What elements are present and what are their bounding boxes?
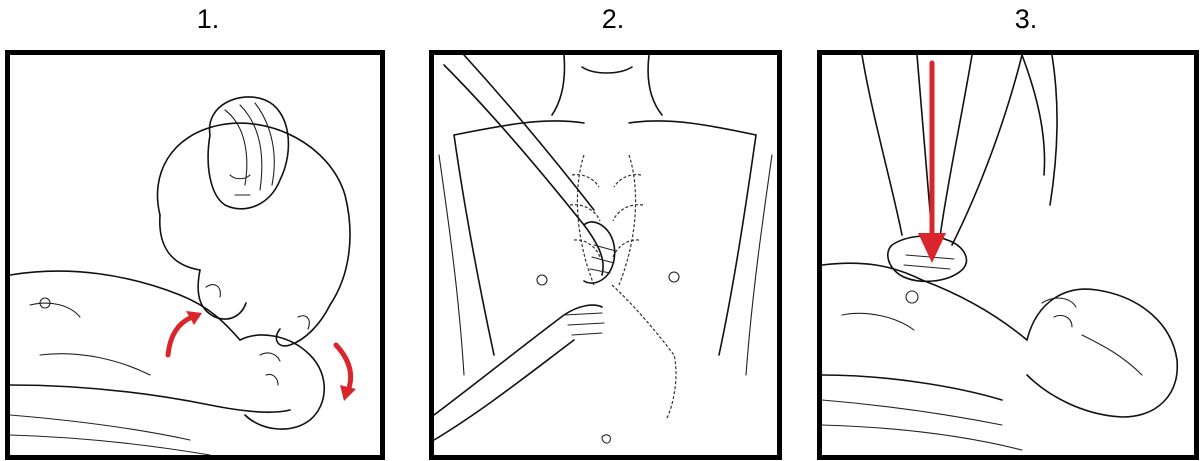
step-2-number: 2.	[583, 4, 643, 35]
chest-compression-illustration	[822, 55, 1194, 455]
step-1-number: 1.	[178, 4, 238, 35]
step-3-number: 3.	[996, 4, 1056, 35]
step-3-panel	[817, 50, 1199, 460]
step-1-panel	[5, 50, 385, 460]
curved-down-arrow	[336, 345, 351, 391]
rescue-breath-illustration	[10, 55, 380, 455]
hand-placement-illustration	[434, 55, 777, 455]
curved-up-arrow	[168, 317, 192, 355]
step-2-panel	[429, 50, 782, 460]
